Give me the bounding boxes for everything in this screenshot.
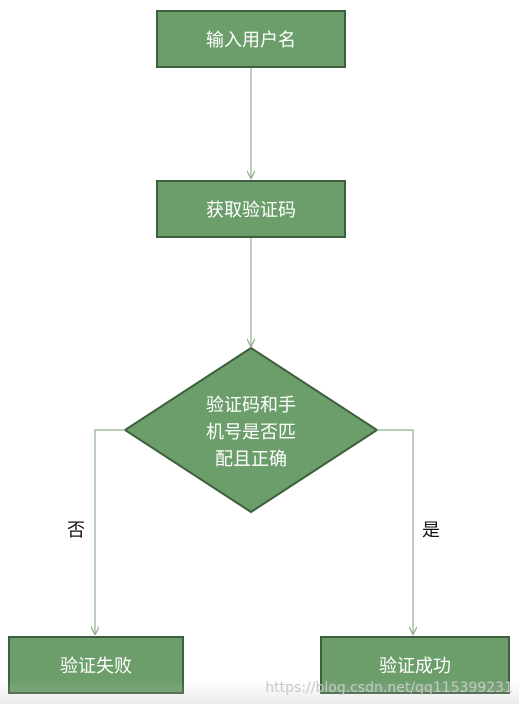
node-get-code-label: 获取验证码 — [206, 200, 296, 221]
no-label: 否 — [67, 520, 85, 541]
node-input-username: 输入用户名 — [156, 10, 346, 68]
decision-label-line: 配且正确 — [215, 449, 287, 470]
arrow-no-branch — [95, 429, 125, 634]
arrow-yes-branch — [377, 429, 413, 634]
node-get-code: 获取验证码 — [156, 180, 346, 238]
node-input-username-label: 输入用户名 — [206, 30, 296, 51]
watermark-text: https://blog.csdn.net/qq115399231 — [265, 680, 513, 696]
node-success-label: 验证成功 — [379, 656, 451, 677]
yes-label: 是 — [422, 520, 440, 541]
watermark-bar: https://blog.csdn.net/qq115399231 — [0, 680, 519, 704]
node-fail: 验证失败 — [8, 636, 184, 694]
decision-diamond — [123, 346, 379, 514]
decision-label-line: 机号是否匹 — [206, 422, 296, 443]
decision-label: 验证码和手 机号是否匹 配且正确 — [186, 392, 316, 473]
node-fail-label: 验证失败 — [60, 656, 132, 677]
node-success: 验证成功 — [320, 636, 510, 694]
decision-label-line: 验证码和手 — [206, 395, 296, 416]
